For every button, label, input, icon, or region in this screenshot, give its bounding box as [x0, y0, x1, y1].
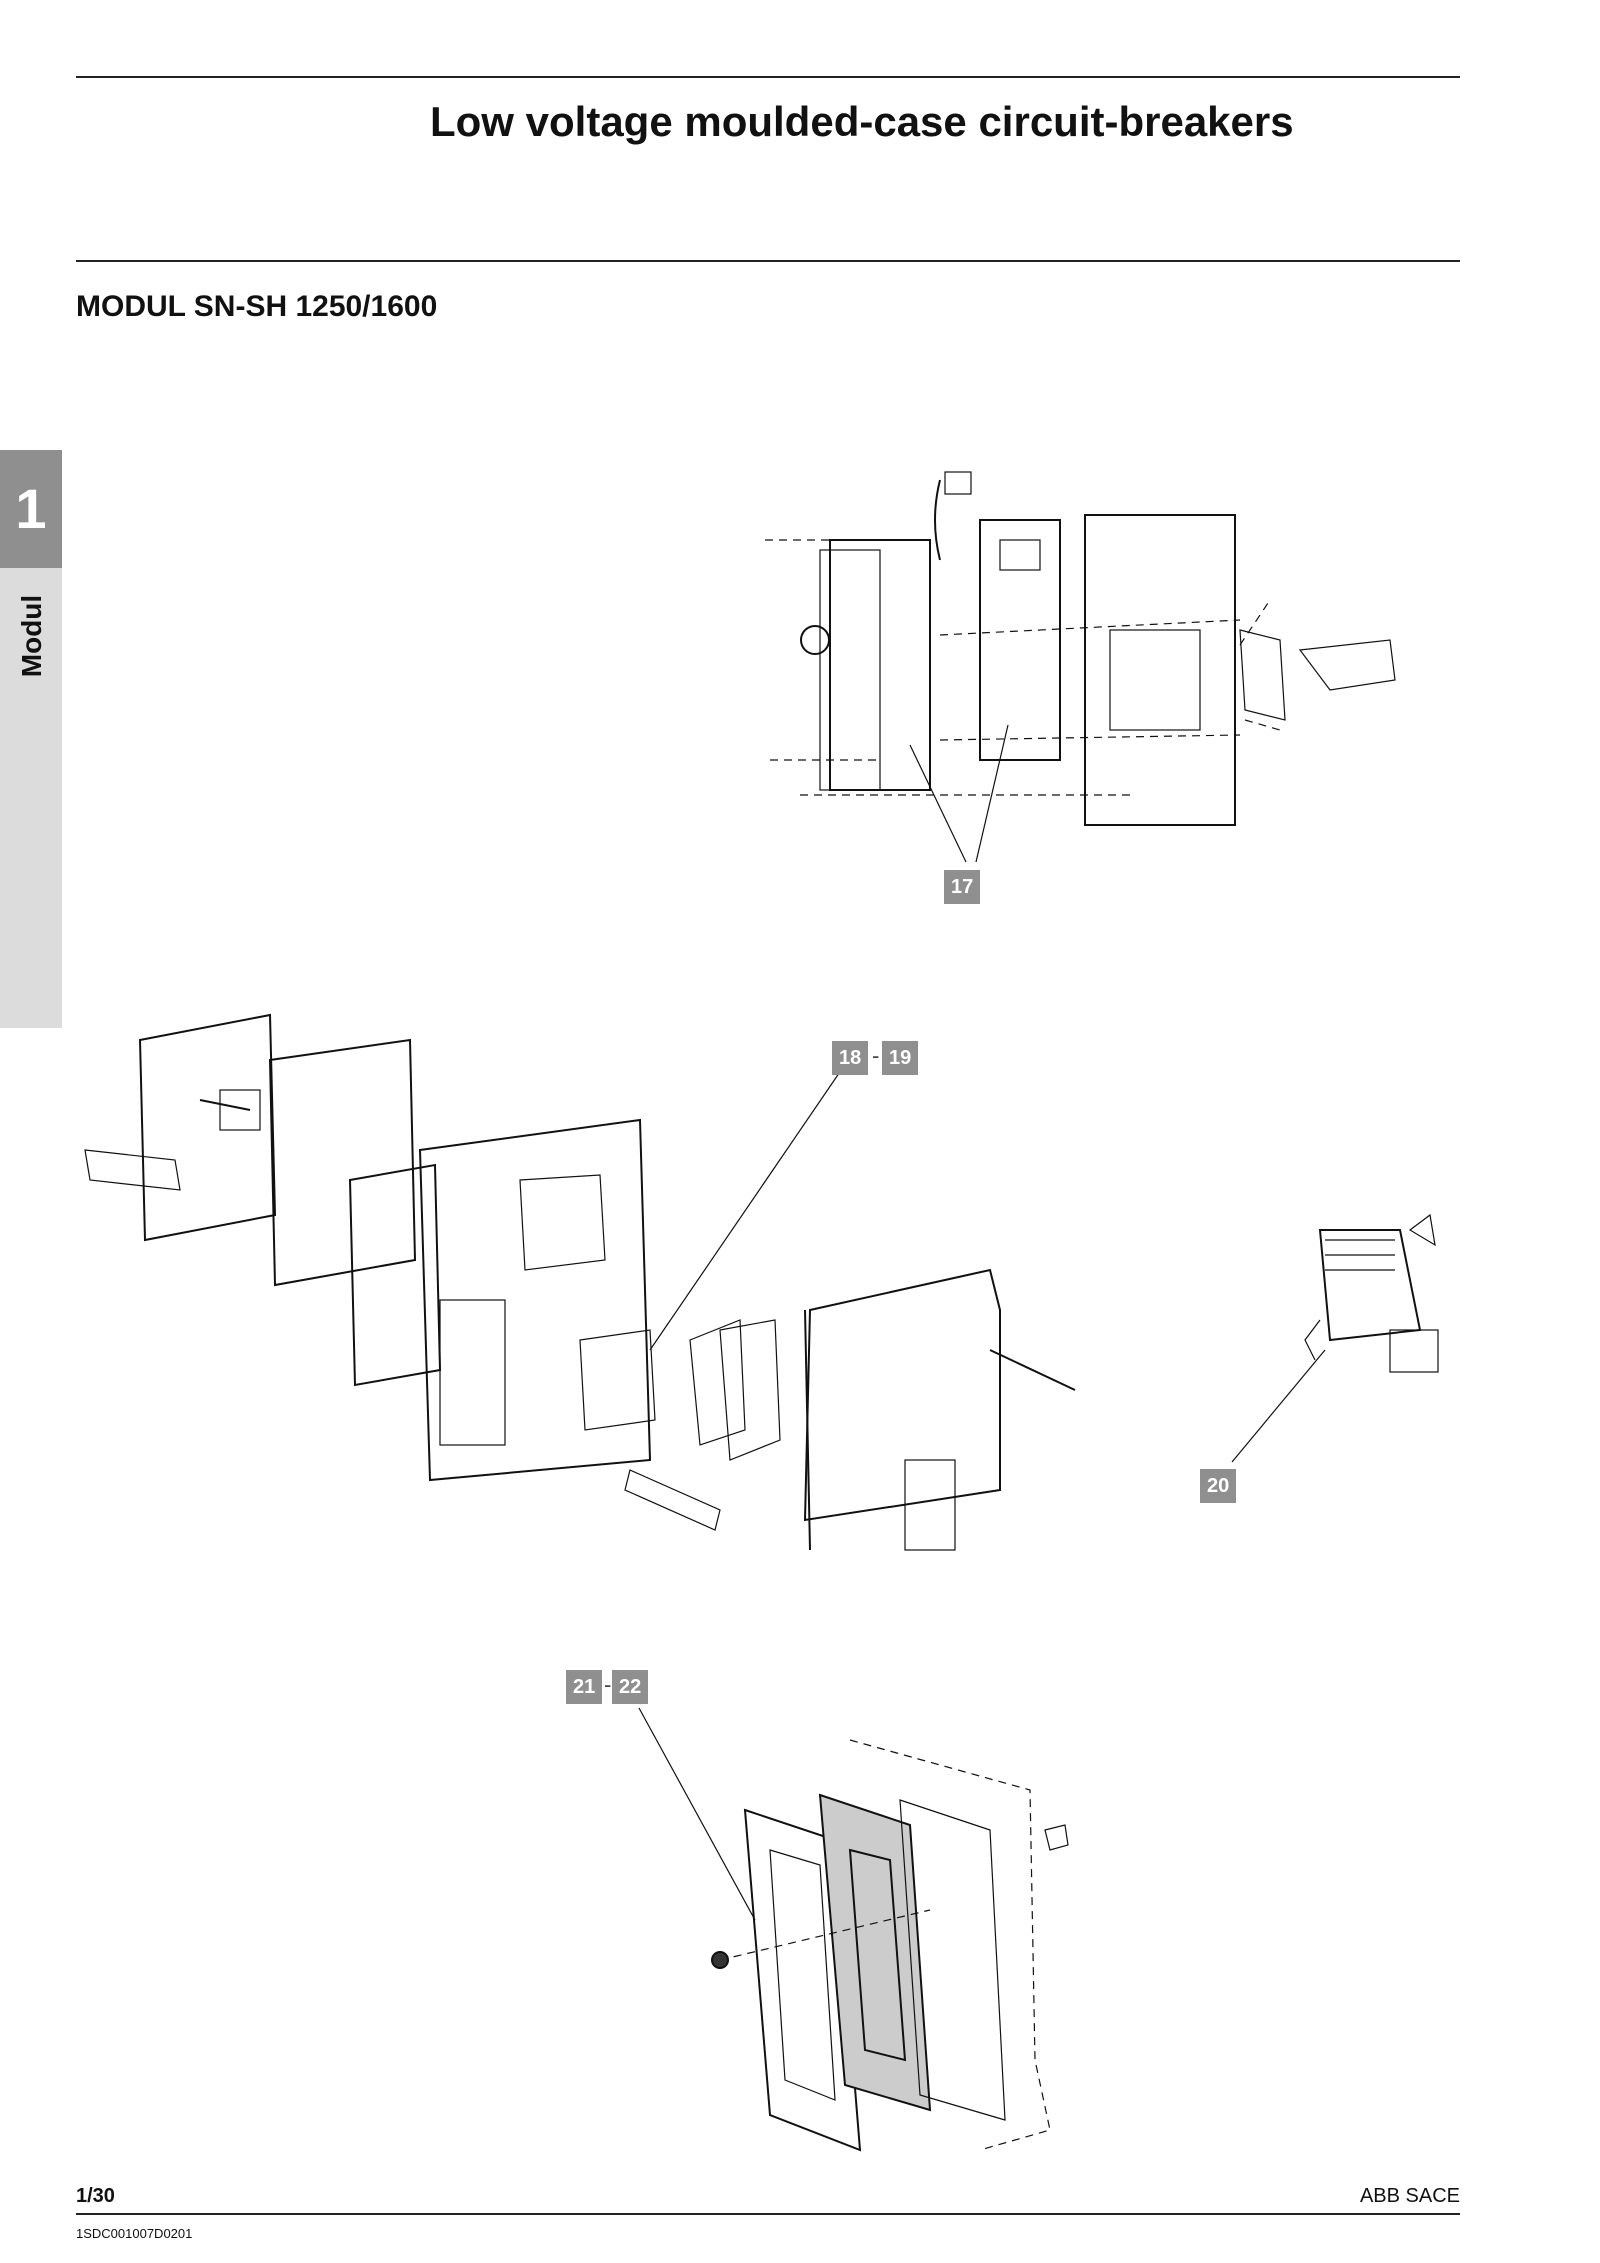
callout-17: 17	[944, 870, 981, 904]
page-title: Low voltage moulded-case circuit-breaker…	[430, 98, 1294, 145]
figure-18-19-drawing	[84, 1013, 1076, 1551]
callout-separator-21-22: -	[604, 1672, 612, 1697]
callout-19: 19	[882, 1041, 919, 1075]
brand-name: ABB SACE	[1359, 2185, 1460, 2207]
callout-20: 20	[1200, 1469, 1237, 1503]
callout-22: 22	[612, 1670, 649, 1704]
footer-rule	[76, 2213, 1460, 2215]
callout-18: 18	[832, 1041, 869, 1075]
document-code: 1SDC001007D0201	[76, 2226, 193, 2241]
callout-21: 21	[566, 1670, 603, 1704]
figure-21-22-drawing	[638, 1707, 1069, 2152]
figure-17-drawing	[765, 471, 1396, 863]
chapter-number: 1	[0, 450, 62, 568]
page-number: 1/30	[76, 2185, 115, 2207]
callout-separator-18-19: -	[872, 1043, 880, 1068]
section-title: MODUL SN-SH 1250/1600	[76, 290, 438, 323]
figure-20-drawing	[1231, 1213, 1439, 1463]
top-rule	[76, 76, 1460, 78]
section-rule	[76, 260, 1460, 262]
